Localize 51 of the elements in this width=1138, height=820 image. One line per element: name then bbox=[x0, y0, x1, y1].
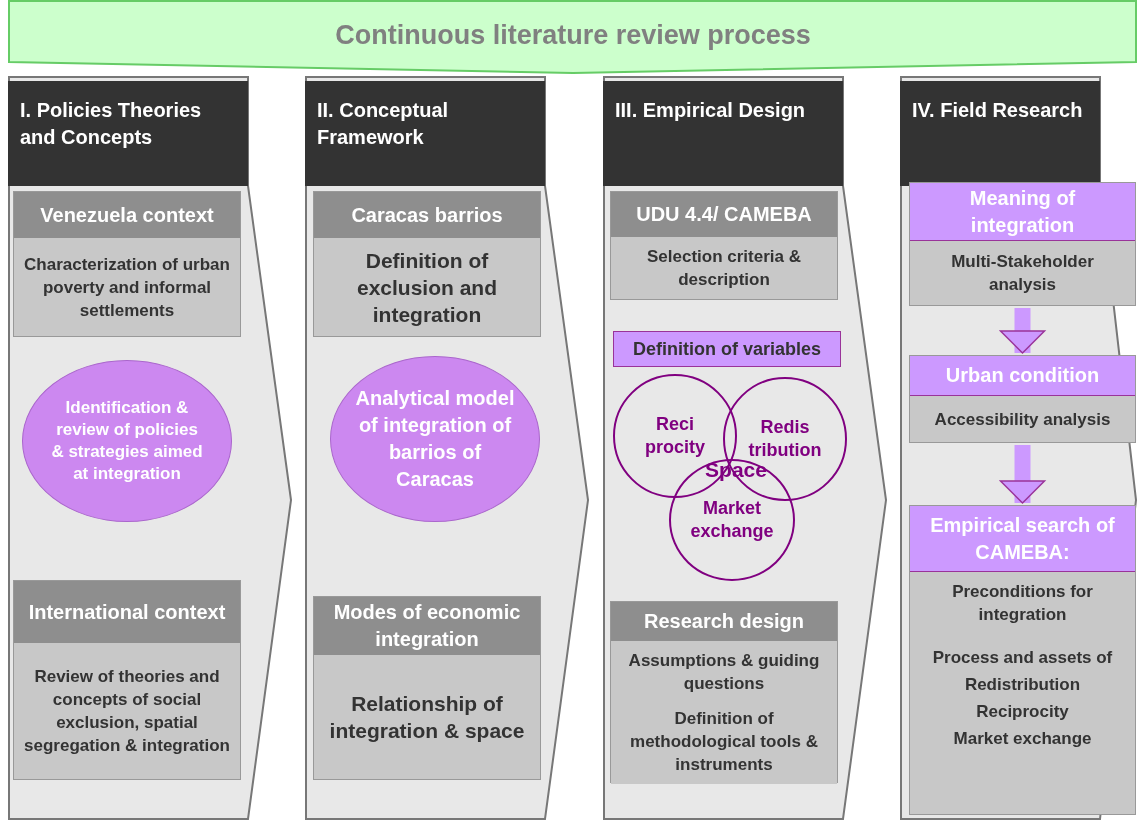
body-text: Redistribution bbox=[964, 674, 1081, 696]
card-heading: Urban condition bbox=[910, 356, 1135, 396]
column-header: I. Policies Theories and Concepts bbox=[8, 81, 248, 186]
body-text: Accessibility analysis bbox=[934, 408, 1111, 431]
info-card bbox=[909, 182, 1136, 306]
banner-title: Continuous literature review process bbox=[334, 20, 812, 51]
info-card bbox=[313, 191, 541, 337]
column-panel bbox=[603, 76, 888, 820]
card-heading: Venezuela context bbox=[14, 192, 240, 238]
arrow bbox=[999, 308, 1046, 354]
card-heading: Meaning of integration bbox=[910, 183, 1135, 241]
info-card bbox=[610, 601, 838, 783]
card-heading: Research design bbox=[611, 602, 837, 641]
body-text: Characterization of urban poverty and informal settlements bbox=[24, 253, 230, 322]
card-heading: UDU 4.4/ CAMEBA bbox=[611, 192, 837, 237]
info-card bbox=[909, 355, 1136, 443]
column-panel bbox=[900, 76, 1138, 820]
body-text: Definition of exclusion and integration bbox=[355, 247, 498, 328]
info-card bbox=[313, 596, 541, 780]
column-header: IV. Field Research bbox=[900, 81, 1100, 186]
body-text: Market exchange bbox=[953, 728, 1092, 750]
column-panel bbox=[8, 76, 293, 820]
venn-circle bbox=[669, 459, 795, 581]
info-card bbox=[13, 191, 241, 337]
circle-text: Identification & review of policies & strategies aimed at integration bbox=[51, 397, 203, 485]
venn-text: Reci procity bbox=[644, 413, 706, 459]
info-card bbox=[909, 505, 1136, 815]
card-heading: International context bbox=[14, 581, 240, 643]
column-header: II. Conceptual Framework bbox=[305, 81, 545, 186]
card-heading: Modes of economic integration bbox=[314, 597, 540, 655]
venn-text: Market exchange bbox=[689, 497, 775, 543]
venn-text: Redis tribution bbox=[747, 416, 823, 462]
column-header: III. Empirical Design bbox=[603, 81, 843, 186]
circle-text: Analytical model of integration of barrios of Caracas bbox=[354, 386, 516, 492]
body-text: Process and assets of bbox=[932, 647, 1113, 669]
body-text: Relationship of integration & space bbox=[328, 691, 526, 744]
body-text: Assumptions & guiding questions bbox=[627, 650, 821, 695]
info-card bbox=[610, 191, 838, 300]
card-heading: Caracas barrios bbox=[314, 192, 540, 238]
body-text: Review of theories and concepts of social exclusion, spatial segregation & integration bbox=[24, 666, 230, 757]
card-heading: Empirical search of CAMEBA: bbox=[910, 506, 1135, 572]
body-text: Selection criteria & description bbox=[646, 246, 802, 291]
info-card bbox=[13, 580, 241, 780]
body-text: Multi-Stakeholder analysis bbox=[950, 251, 1095, 296]
body-text: Definition of methodological tools & instruments bbox=[629, 708, 819, 776]
banner bbox=[8, 0, 1138, 74]
column-panel bbox=[305, 76, 590, 820]
body-text: Preconditions for integration bbox=[951, 581, 1094, 626]
body-text: Reciprocity bbox=[976, 701, 1069, 723]
arrow bbox=[999, 445, 1046, 504]
variables-tag: Definition of variables bbox=[613, 331, 841, 367]
